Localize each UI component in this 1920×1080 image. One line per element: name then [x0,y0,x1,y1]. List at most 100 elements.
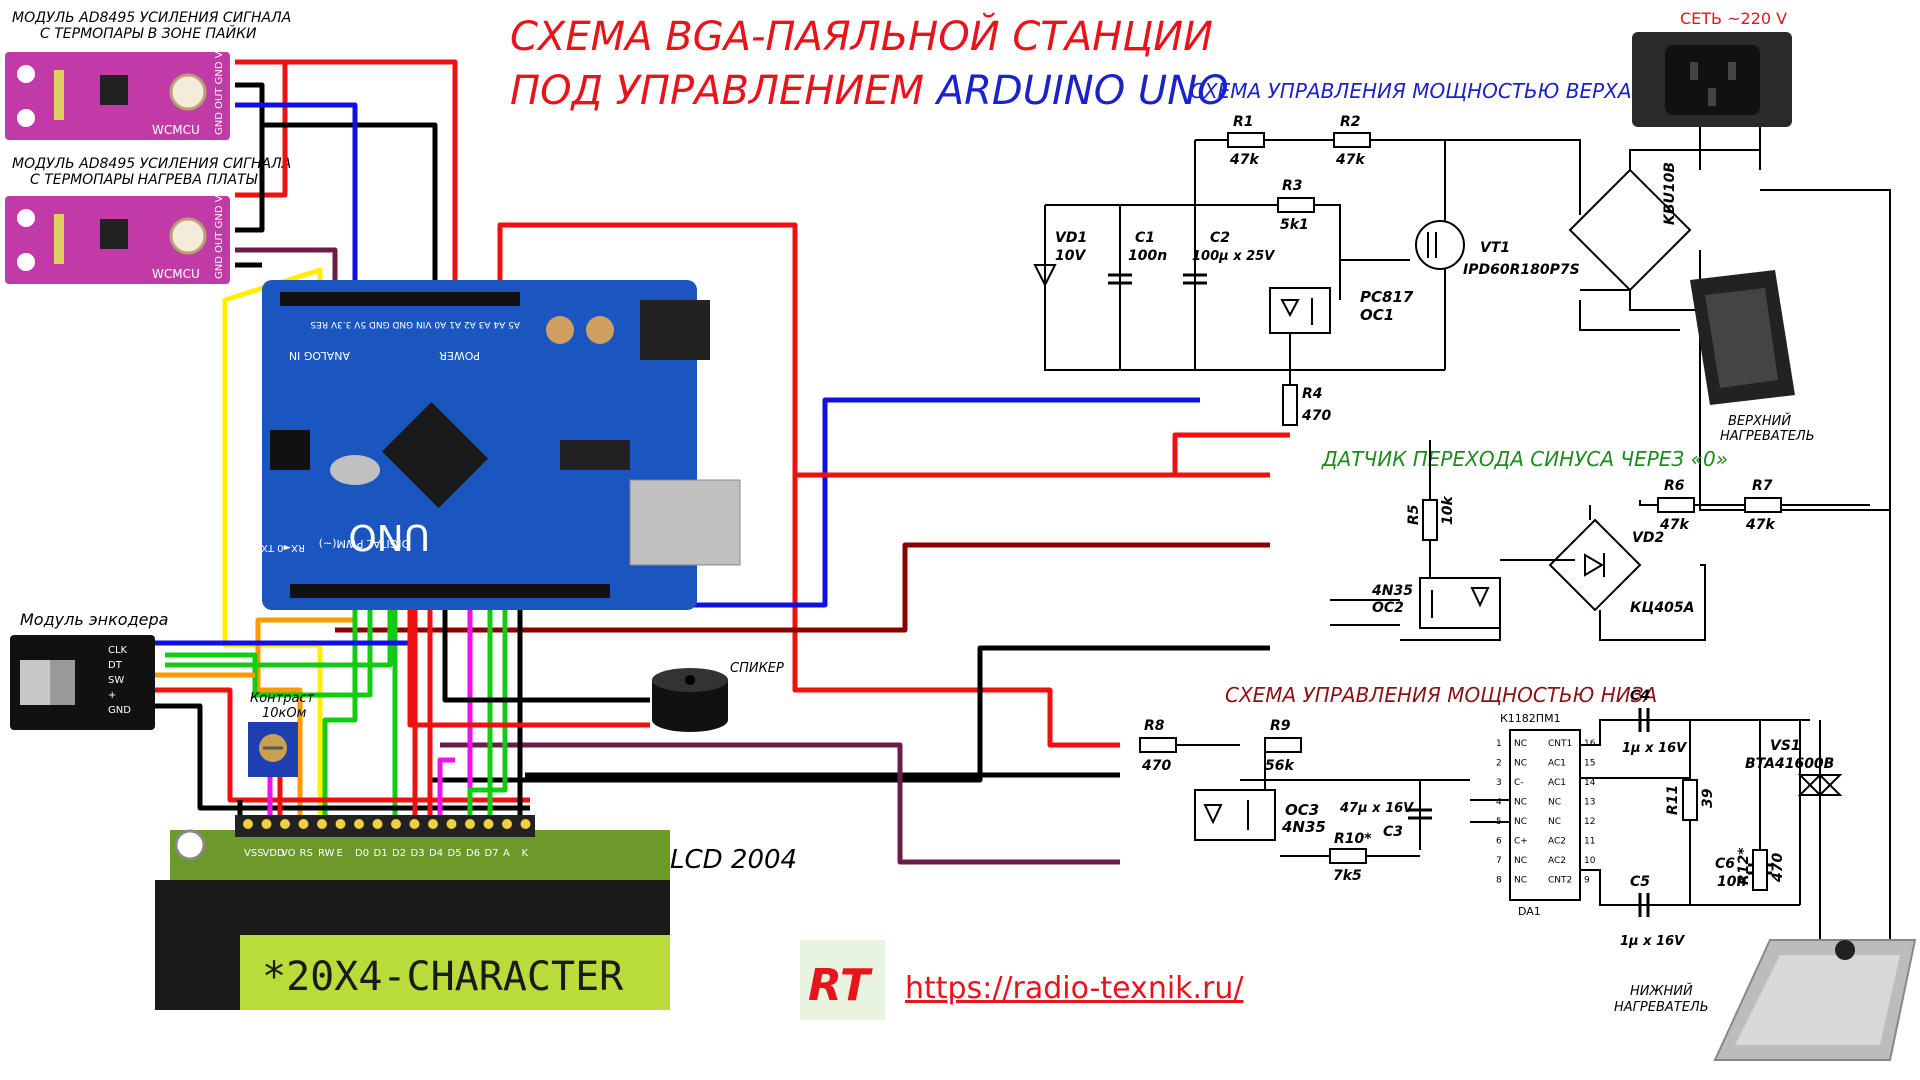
r2-label: R2 [1340,114,1361,130]
r12-value: 470 [1770,853,1786,883]
da1-right-num-1: 16 [1584,739,1596,749]
r7-label: R7 [1752,478,1773,494]
r8-value: 470 [1141,758,1171,774]
sensor1-brand: WCMCU [152,123,200,137]
lcd-pin-pad [446,819,457,829]
resistor-r6: R6 47k [1657,478,1695,533]
da1-left-pin-8: NC [1514,876,1527,886]
bridge-label: KBU10B [1662,162,1678,225]
capacitor-c5: C5 1µ x 16V [1620,874,1685,949]
oc2-name: 4N35 [1371,583,1413,599]
lcd-pin-vo: VO [281,848,296,859]
r9-label: R9 [1270,718,1291,734]
lcd-pin-d5: D5 [448,848,462,859]
lcd-pin-pad [280,819,290,829]
r5-value: 10k [1440,495,1456,525]
vd2-label: VD2 [1632,530,1664,546]
da1-right-num-7: 10 [1584,856,1596,866]
lcd-pin-pad [243,819,253,829]
site-url[interactable]: https://radio-texnik.ru/ [905,971,1244,1006]
section-zero-title: ДАТЧИК ПЕРЕХОДА СИНУСА ЧЕРЕЗ «0» [1321,447,1728,471]
r4-label: R4 [1302,386,1323,402]
r1-value: 47k [1229,152,1260,168]
upper-heater-label-2: НАГРЕВАТЕЛЬ [1720,429,1815,444]
da1-right-num-2: 15 [1584,759,1595,769]
title-line-2-a: ПОД УПРАВЛЕНИЕМ [510,68,937,114]
encoder-label: Модуль энкодера [20,610,168,629]
da1-right-num-6: 11 [1584,837,1595,847]
c6-label: C6 [1715,856,1735,872]
section-top-title: СХЕМА УПРАВЛЕНИЯ МОЩНОСТЬЮ ВЕРХА [1190,79,1632,103]
da1-right-pin-6: AC2 [1548,837,1566,847]
upper-heater-label-1: ВЕРХНИЙ [1728,413,1791,429]
lcd-pin-d2: D2 [392,848,406,859]
sensor2-label-1: МОДУЛЬ AD8495 УСИЛЕНИЯ СИГНАЛА [12,156,291,172]
mosfet-vt1: VT1 IPD60R180P7S [1415,220,1580,278]
title-line-1: СХЕМА BGA-ПАЯЛЬНОЙ СТАНЦИИ [510,12,1213,60]
da1-type: К1182ПМ1 [1500,712,1561,725]
r3-label: R3 [1282,178,1303,194]
r9-value: 56k [1265,758,1295,774]
lcd-pin-pad [465,819,475,829]
lcd-pin-rw: RW [318,848,335,859]
resistor-r4: R4 470 [1282,384,1331,426]
r5-label: R5 [1406,504,1422,525]
lcd-pin-e: E [337,848,343,859]
da1-right-num-3: 14 [1584,778,1596,788]
c3-value: 47µ x 16V [1339,801,1414,816]
da1-left-pin-6: C+ [1514,837,1528,847]
r12-label: R12* [1736,847,1752,885]
encoder-pin-dt: DT [108,660,123,671]
da1-left-pin-4: NC [1514,798,1527,808]
lcd-pin-pad [483,819,494,829]
da1-right-pin-3: AC1 [1548,778,1566,788]
lcd-pin-pad [391,819,401,829]
encoder-pin-sw: SW [108,675,124,686]
da1-ref: DA1 [1518,905,1541,918]
vt1-label: VT1 [1480,240,1510,256]
c4-value: 1µ x 16V [1622,741,1687,756]
sensor2-label-2: С ТЕРМОПАРЫ НАГРЕВА ПЛАТЫ [30,172,258,188]
r10-value: 7k5 [1333,868,1362,884]
resistor-r7: R7 47k [1744,478,1782,533]
vd1-value: 10V [1055,248,1086,264]
encoder-pin-gnd: GND [108,705,131,716]
capacitor-c2: C2 100µ x 25V [1183,230,1275,285]
da1-right-num-4: 13 [1584,798,1595,808]
da1-left-pin-5: NC [1514,817,1527,827]
optocoupler-oc3: OC3 4N35 [1194,789,1326,841]
da1-right-num-8: 9 [1584,876,1590,886]
lcd-screen-text: *20X4-CHARACTER [262,954,624,1000]
title-line-2-b: ARDUINO UNO [934,68,1229,114]
optocoupler-oc2: 4N35 OC2 [1371,577,1501,629]
da1-right-pin-5: NC [1548,817,1561,827]
encoder-pin-clk: CLK [108,645,128,656]
capacitor-c4: C4 1µ x 16V [1622,688,1687,756]
ic-da1: К1182ПМ1 DA1 [1500,712,1581,918]
resistor-r9: R9 56k [1264,718,1302,774]
da1-right-pin-8: CNT2 [1548,876,1572,886]
sensor-module-1: WCMCU GND OUT GND VCC [5,37,230,140]
da1-left-num-5: 5 [1496,817,1502,827]
resistor-r1: R1 47k [1227,114,1265,168]
vs1-value: BTA41600B [1745,756,1834,772]
lower-heater-label-1: НИЖНИЙ [1630,983,1693,999]
da1-right-pin-1: CNT1 [1548,739,1572,749]
da1-left-pin-7: NC [1514,856,1527,866]
c1-value: 100n [1128,248,1167,264]
da1-left-pin-2: NC [1514,759,1527,769]
da1-left-pin-3: C- [1514,778,1524,788]
lcd-pin-vdd: VDD [263,848,286,859]
resistor-r8: R8 470 [1139,718,1177,774]
lcd-label: LCD 2004 [670,845,797,875]
resistor-r12: R12* 470 [1736,847,1786,891]
r6-label: R6 [1664,478,1685,494]
capacitor-c3: C3 47µ x 16V [1339,801,1432,840]
r4-value: 470 [1301,408,1331,424]
title-line-2: ПОД УПРАВЛЕНИЕМ ARDUINO UNO [510,68,1229,114]
da1-left-num-3: 3 [1496,778,1502,788]
encoder-module: CLK DT SW + GND [10,635,155,730]
lcd-pin-pad [261,819,272,829]
r3-value: 5k1 [1280,217,1309,233]
